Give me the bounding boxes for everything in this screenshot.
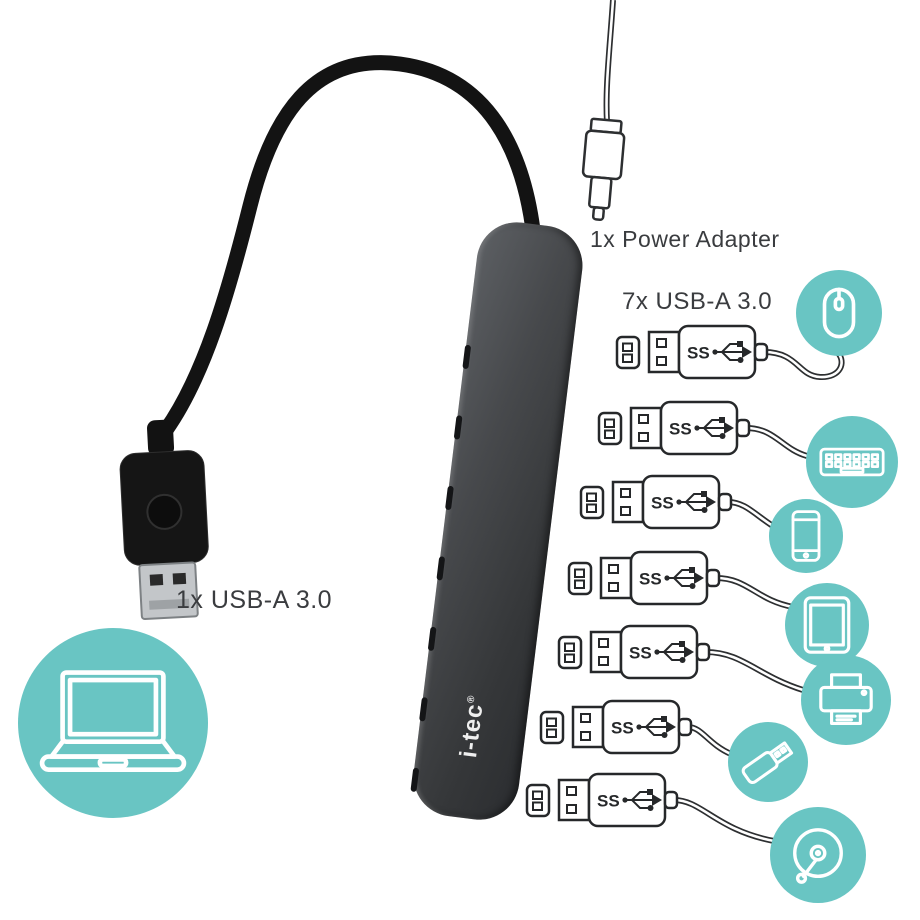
usb-plug	[578, 472, 748, 532]
device-cable	[673, 797, 775, 844]
mouse-icon	[822, 287, 856, 339]
device-cable	[715, 575, 794, 610]
upstream-port-label: 1x USB-A 3.0	[176, 586, 333, 614]
tablet-circle	[785, 583, 869, 667]
usb-a-upstream-connector	[119, 419, 209, 621]
keyboard-icon	[819, 447, 885, 477]
device-cable	[745, 425, 808, 459]
usb-plug	[614, 322, 784, 382]
device-cable	[763, 349, 845, 380]
usb-plug-row	[556, 622, 726, 682]
usb-plug-row	[614, 322, 784, 382]
power-adapter-label: 1x Power Adapter	[590, 226, 780, 252]
hard-disk-drive-circle	[770, 807, 866, 903]
downstream-ports-label: 7x USB-A 3.0	[622, 288, 773, 315]
usb-flash-drive-circle	[728, 722, 808, 802]
laptop-circle	[18, 628, 208, 818]
usb-plug-row	[538, 697, 708, 757]
hub-usb-cable	[158, 55, 542, 438]
usb-plug-row	[596, 398, 766, 458]
laptop-icon	[39, 670, 187, 772]
brand-logo: i-tec®	[455, 694, 489, 760]
usb-plug-row	[524, 770, 694, 830]
printer-icon	[819, 673, 873, 725]
usb-plug	[524, 770, 694, 830]
printer-circle	[801, 655, 891, 745]
tablet-icon	[803, 596, 851, 654]
usb-flash-drive-icon	[741, 741, 794, 785]
usb-plug	[596, 398, 766, 458]
usb-plug	[538, 697, 708, 757]
usb-plug-row	[566, 548, 736, 608]
usb-plug	[566, 548, 736, 608]
usb-plug-row	[578, 472, 748, 532]
power-cable	[603, 0, 616, 123]
registered-mark: ®	[465, 694, 478, 704]
hard-disk-drive-icon	[793, 828, 843, 884]
usb-plug	[556, 622, 726, 682]
mouse-circle	[796, 270, 882, 356]
device-cable	[705, 649, 804, 693]
power-adapter-connector	[581, 117, 626, 222]
smartphone-circle	[769, 499, 843, 573]
keyboard-circle	[806, 416, 898, 508]
smartphone-icon	[791, 510, 821, 562]
